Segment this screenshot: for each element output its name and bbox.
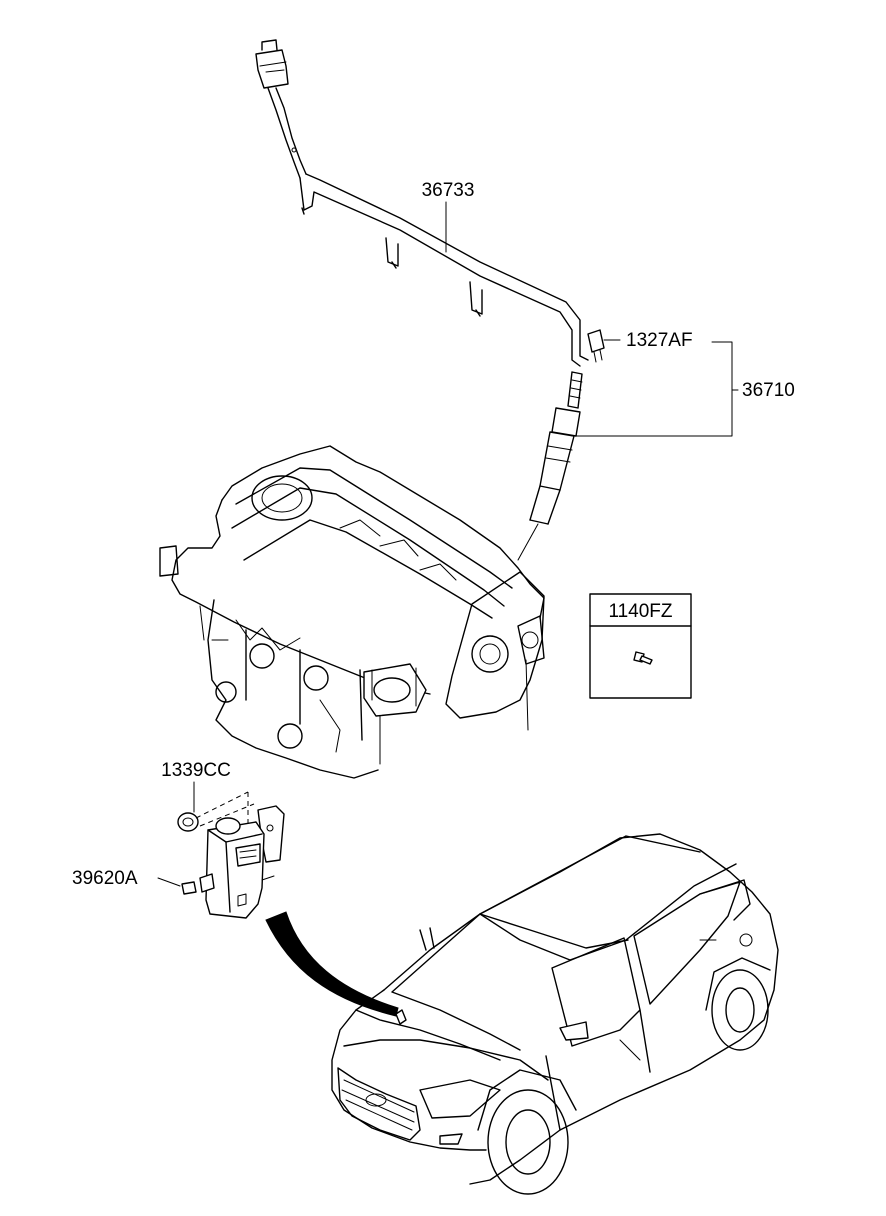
screw-icon xyxy=(181,881,197,895)
label-1327AF: 1327AF xyxy=(626,330,693,351)
screw-icon xyxy=(633,651,653,665)
glow-plug-assy-bracket: 36710 xyxy=(571,341,795,437)
label-36710: 36710 xyxy=(742,380,795,401)
grommet-1339CC[interactable]: 1339CC xyxy=(161,760,231,832)
harness-nut[interactable]: 1327AF xyxy=(587,329,693,363)
vehicle-illustration xyxy=(331,833,779,1195)
label-36733: 36733 xyxy=(422,180,475,201)
glow-plug[interactable] xyxy=(517,371,583,561)
label-1339CC: 1339CC xyxy=(161,760,231,781)
engine-cylinder-head xyxy=(159,445,545,779)
glow-relay-unit[interactable]: 39620A xyxy=(72,791,285,919)
label-39620A: 39620A xyxy=(72,868,138,889)
label-1140FZ: 1140FZ xyxy=(608,601,672,622)
part-box-1140FZ[interactable]: 1140FZ xyxy=(589,593,692,699)
location-arrow xyxy=(265,911,407,1025)
glow-plug-harness[interactable]: 36733 xyxy=(255,39,589,367)
